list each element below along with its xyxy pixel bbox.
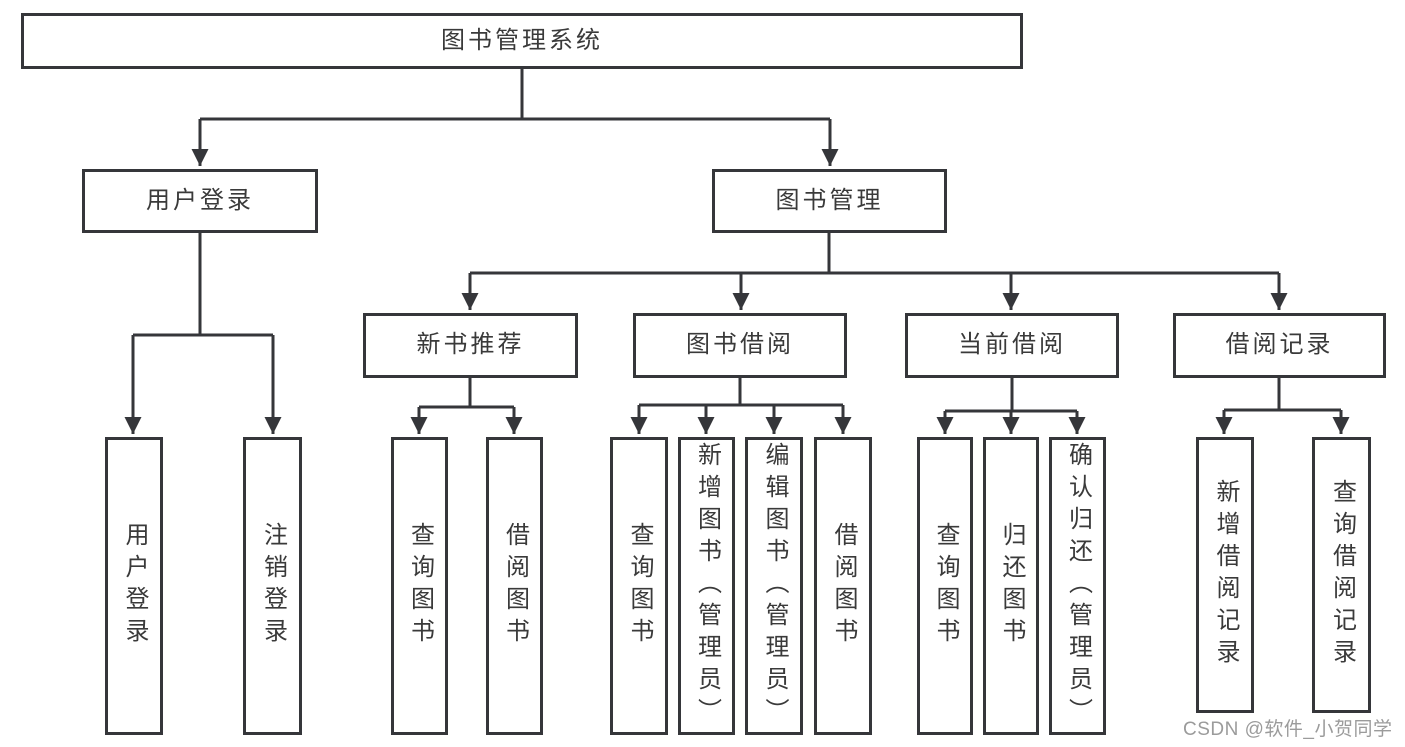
leaf-query-books-borrow: 查询图书 xyxy=(610,437,668,735)
leaf-logout: 注销登录 xyxy=(243,437,302,735)
node-book-management: 图书管理 xyxy=(712,169,947,233)
leaf-query-borrow-record: 查询借阅记录 xyxy=(1312,437,1371,713)
leaf-query-books-current: 查询图书 xyxy=(917,437,973,735)
leaf-query-books-recommend: 查询图书 xyxy=(391,437,448,735)
leaf-confirm-return-admin: 确认归还（管理员） xyxy=(1049,437,1106,735)
node-borrowing-records: 借阅记录 xyxy=(1173,313,1386,378)
leaf-borrow-books-recommend: 借阅图书 xyxy=(486,437,543,735)
leaf-return-books: 归还图书 xyxy=(983,437,1039,735)
node-new-book-recommendation: 新书推荐 xyxy=(363,313,578,378)
node-root-library-system: 图书管理系统 xyxy=(21,13,1023,69)
csdn-watermark: CSDN @软件_小贺同学 xyxy=(1183,719,1393,740)
node-book-borrowing: 图书借阅 xyxy=(633,313,847,378)
leaf-add-books-admin: 新增图书（管理员） xyxy=(678,437,735,735)
node-user-login: 用户登录 xyxy=(82,169,318,233)
leaf-borrow-books: 借阅图书 xyxy=(814,437,872,735)
leaf-user-login: 用户登录 xyxy=(105,437,163,735)
leaf-edit-books-admin: 编辑图书（管理员） xyxy=(745,437,803,735)
leaf-add-borrow-record: 新增借阅记录 xyxy=(1196,437,1254,713)
node-current-borrowing: 当前借阅 xyxy=(905,313,1119,378)
